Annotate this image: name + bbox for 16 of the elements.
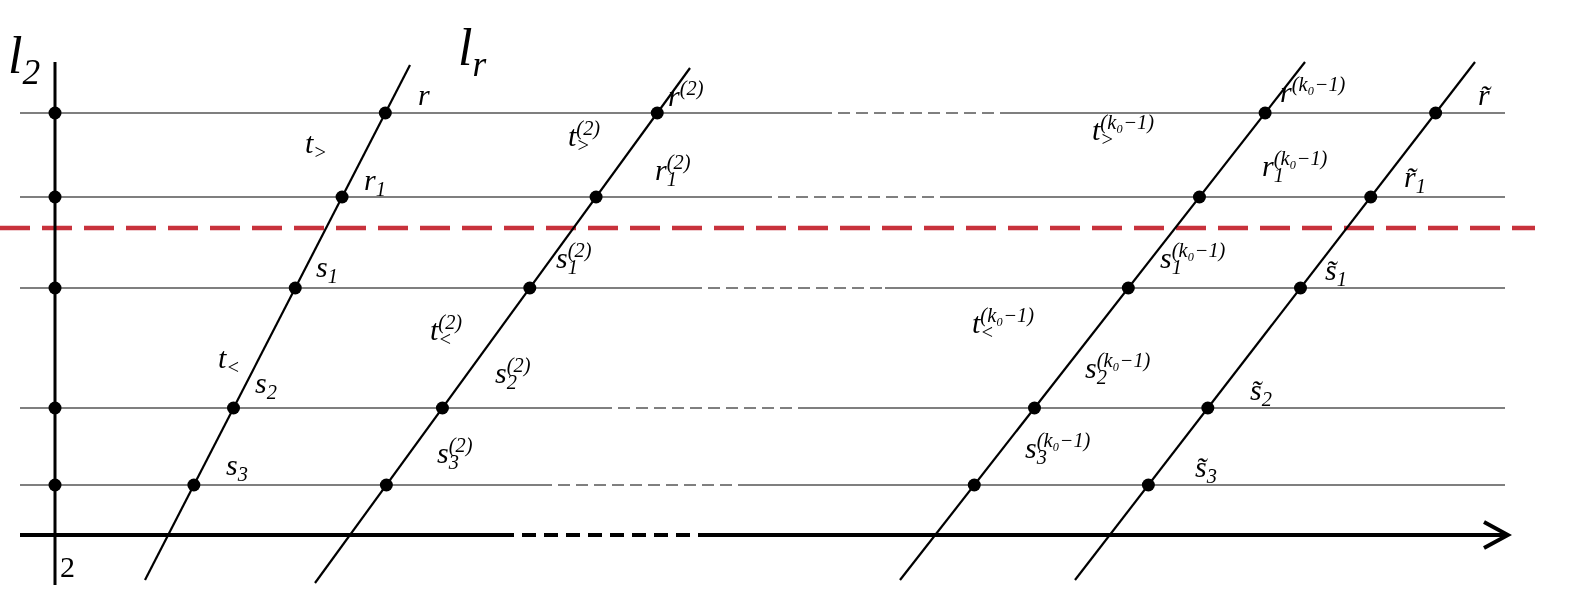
math-label: r̃: [1478, 80, 1490, 110]
math-label: t$_{>}$: [305, 128, 328, 163]
math-label: r$^{(k₀−1)}$: [1280, 74, 1346, 108]
math-label: t$_{<}$: [218, 343, 241, 378]
math-label: 2: [60, 552, 75, 582]
math-label: s̃$_{2}$: [1250, 375, 1272, 410]
math-label: s̃$_{3}$: [1195, 452, 1217, 487]
math-label: r$_{1}$: [364, 165, 386, 200]
math-label: s$_{3}$: [226, 450, 248, 485]
math-label: l$_{2}$: [8, 30, 41, 90]
math-label: s$_{1}$: [316, 252, 338, 287]
math-label: s̃$_{1}$: [1325, 255, 1347, 290]
math-label: l$_{r}$: [458, 22, 487, 82]
math-label: r: [418, 80, 430, 110]
math-label: r̃$_{1}$: [1404, 162, 1426, 197]
math-label: s$_{2}$: [255, 368, 277, 403]
